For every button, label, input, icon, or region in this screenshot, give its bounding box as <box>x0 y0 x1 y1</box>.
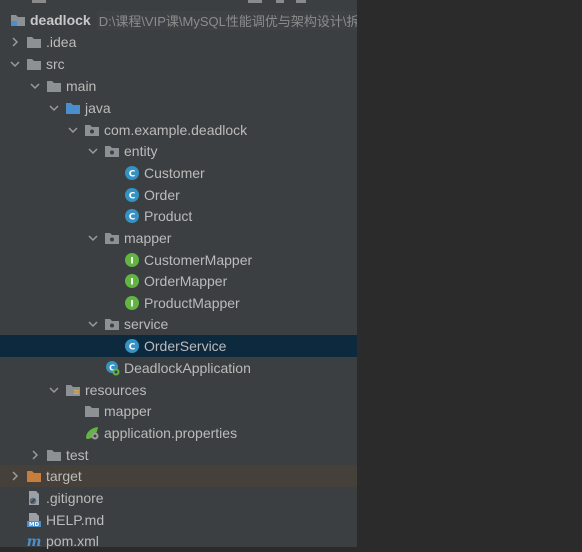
package-icon <box>104 143 120 159</box>
tree-item-label: src <box>46 56 65 72</box>
tree-item-label: resources <box>85 382 147 398</box>
tree-item-product-mapper[interactable]: I ProductMapper <box>0 292 465 314</box>
tree-item-resources[interactable]: resources <box>0 379 406 401</box>
svg-text:C: C <box>129 213 136 223</box>
panel-toolbar-strip <box>0 0 357 5</box>
chevron-right-icon[interactable] <box>30 450 40 460</box>
tree-item-order[interactable]: C Order <box>0 184 465 206</box>
chevron-down-icon[interactable] <box>88 233 98 243</box>
tree-item-label: entity <box>124 143 158 159</box>
svg-text:MD: MD <box>29 522 39 528</box>
tree-item-label: .idea <box>46 34 77 50</box>
spring-properties-icon <box>84 425 100 441</box>
svg-text:I: I <box>130 257 133 267</box>
svg-text:I: I <box>130 300 133 310</box>
tree-item-main[interactable]: main <box>0 75 387 97</box>
tree-item-entity[interactable]: entity <box>0 140 445 162</box>
tree-item-label: mapper <box>104 403 152 419</box>
folder-icon <box>46 447 62 463</box>
class-icon: C <box>124 208 140 224</box>
interface-icon: I <box>124 252 140 268</box>
excluded-folder-icon <box>26 468 42 484</box>
tree-item-label: com.example.deadlock <box>104 122 248 138</box>
tree-item-label: Order <box>144 187 180 203</box>
source-folder-icon <box>65 100 81 116</box>
tree-item-label: HELP.md <box>46 512 105 528</box>
folder-icon <box>26 56 42 72</box>
package-icon <box>84 122 100 138</box>
class-icon: C <box>124 165 140 181</box>
project-tree-panel: deadlock D:\课程\VIP课\MySQL性能调优与架构设计\拆分视频\… <box>0 0 538 549</box>
tree-item-label: .gitignore <box>46 490 104 506</box>
chevron-down-icon[interactable] <box>30 81 40 91</box>
tree-item-label: java <box>85 100 111 116</box>
tree-item-label: Product <box>144 208 193 224</box>
svg-text:C: C <box>129 170 136 180</box>
tree-item-resources-mapper[interactable]: mapper <box>0 400 425 422</box>
tree-item-target[interactable]: target <box>0 465 367 487</box>
tree-item-idea[interactable]: .idea <box>0 31 367 53</box>
project-name: deadlock <box>30 12 91 28</box>
class-icon: C <box>124 187 140 203</box>
svg-text:C: C <box>109 363 115 372</box>
tree-item-package[interactable]: com.example.deadlock <box>0 119 425 141</box>
gitignore-file-icon <box>26 490 42 506</box>
tree-item-order-mapper[interactable]: I OrderMapper <box>0 270 465 292</box>
maven-icon: m <box>26 533 42 549</box>
folder-icon <box>84 403 100 419</box>
tree-item-label: main <box>66 78 97 94</box>
tree-item-label: application.properties <box>104 425 238 441</box>
tree-item-label: DeadlockApplication <box>124 360 251 376</box>
tree-item-label: test <box>66 447 89 463</box>
tree-item-properties[interactable]: application.properties <box>0 422 425 444</box>
tree-item-label: CustomerMapper <box>144 252 253 268</box>
tree-item-help-md[interactable]: MD HELP.md <box>0 509 367 531</box>
interface-icon: I <box>124 295 140 311</box>
package-icon <box>104 230 120 246</box>
tree-item-label: OrderMapper <box>144 273 228 289</box>
tree-item-customer-mapper[interactable]: I CustomerMapper <box>0 249 465 271</box>
tree-item-mapper[interactable]: mapper <box>0 227 445 249</box>
svg-text:I: I <box>130 278 133 288</box>
markdown-file-icon: MD <box>26 512 42 528</box>
interface-icon: I <box>124 273 140 289</box>
chevron-right-icon[interactable] <box>10 471 20 481</box>
tree-item-label: pom.xml <box>46 533 99 549</box>
tree-item-label: target <box>46 468 82 484</box>
class-icon: C <box>124 338 140 354</box>
chevron-right-icon[interactable] <box>10 37 20 47</box>
svg-text:m: m <box>27 534 42 549</box>
folder-icon <box>10 12 26 28</box>
svg-text:C: C <box>129 192 136 202</box>
tree-item-pom[interactable]: m pom.xml <box>0 530 367 552</box>
tree-item-order-service[interactable]: C OrderService <box>0 335 465 357</box>
chevron-down-icon[interactable] <box>88 146 98 156</box>
tree-item-label: ProductMapper <box>144 295 240 311</box>
tree-item-java[interactable]: java <box>0 97 406 119</box>
chevron-down-icon[interactable] <box>49 103 59 113</box>
tree-item-service[interactable]: service <box>0 313 445 335</box>
tree-item-label: OrderService <box>144 338 227 354</box>
tree-item-label: service <box>124 316 169 332</box>
chevron-down-icon[interactable] <box>68 125 78 135</box>
chevron-down-icon[interactable] <box>10 59 20 69</box>
tree-item-customer[interactable]: C Customer <box>0 162 465 184</box>
chevron-down-icon[interactable] <box>88 319 98 329</box>
chevron-down-icon[interactable] <box>49 385 59 395</box>
tree-item-label: mapper <box>124 230 172 246</box>
svg-text:C: C <box>129 343 136 353</box>
tree-item-test[interactable]: test <box>0 444 387 466</box>
spring-boot-app-icon: C <box>104 360 120 376</box>
editor-area <box>357 0 582 547</box>
tree-item-label: Customer <box>144 165 205 181</box>
package-icon <box>104 316 120 332</box>
tree-item-application[interactable]: C DeadlockApplication <box>0 357 445 379</box>
tree-item-gitignore[interactable]: .gitignore <box>0 487 367 509</box>
resources-folder-icon <box>65 382 81 398</box>
tree-item-src[interactable]: src <box>0 53 367 75</box>
folder-icon <box>46 78 62 94</box>
folder-icon <box>26 34 42 50</box>
tree-item-product[interactable]: C Product <box>0 205 465 227</box>
